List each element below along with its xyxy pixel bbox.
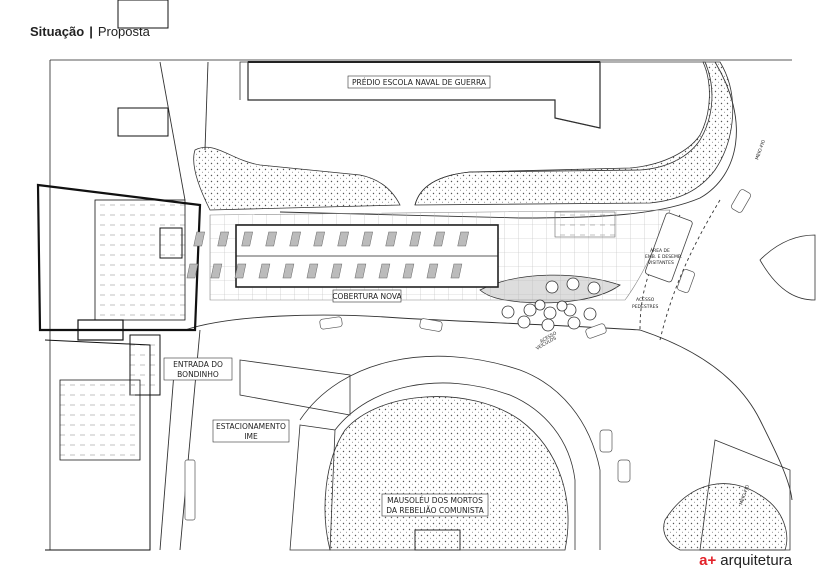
parking-rows xyxy=(239,234,816,551)
brand-accent: a+ xyxy=(699,552,717,569)
brand-logo: a+arquitetura xyxy=(699,552,792,569)
label-escola-naval: PRÉDIO ESCOLA NAVAL DE GUERRA xyxy=(352,78,487,87)
title-separator: | xyxy=(89,24,93,39)
plan-labels: PRÉDIO ESCOLA NAVAL DE GUERRA COBERTURA … xyxy=(163,75,491,517)
label-acesso-pedestres-line1: ACESSO xyxy=(636,297,655,303)
mausoleum xyxy=(414,529,461,551)
label-area-line1: ÁREA DE xyxy=(650,247,670,254)
label-entrada-line2: BONDINHO xyxy=(177,370,219,379)
label-area-line2: EMB. E DESEMB. xyxy=(645,254,682,260)
brand-name: arquitetura xyxy=(720,552,792,569)
label-meio-fio-top: MEIO-FIO xyxy=(754,139,767,161)
label-estacionamento-line2: IME xyxy=(244,432,258,441)
landscape-areas xyxy=(193,61,788,551)
label-estacionamento-line1: ESTACIONAMENTO xyxy=(216,422,286,431)
label-acesso-pedestres-line2: PEDESTRES xyxy=(632,304,658,310)
title-situacao: Situação xyxy=(30,24,85,39)
cars xyxy=(184,189,751,521)
left-building xyxy=(36,0,202,551)
label-mausoleu-line2: DA REBELIÃO COMUNISTA xyxy=(386,506,484,515)
label-cobertura-nova: COBERTURA NOVA xyxy=(332,292,402,301)
drawing-frame xyxy=(49,59,792,550)
trees xyxy=(501,277,601,332)
label-area-line3: VISITANTES xyxy=(648,260,674,266)
label-entrada-line1: ENTRADA DO xyxy=(173,360,223,369)
label-mausoleu-line1: MAUSOLÉU DOS MORTOS xyxy=(387,496,483,505)
page-title: Situação|Proposta xyxy=(30,24,150,39)
escola-naval-building xyxy=(247,61,601,129)
cobertura-nova-canopy xyxy=(186,224,499,288)
